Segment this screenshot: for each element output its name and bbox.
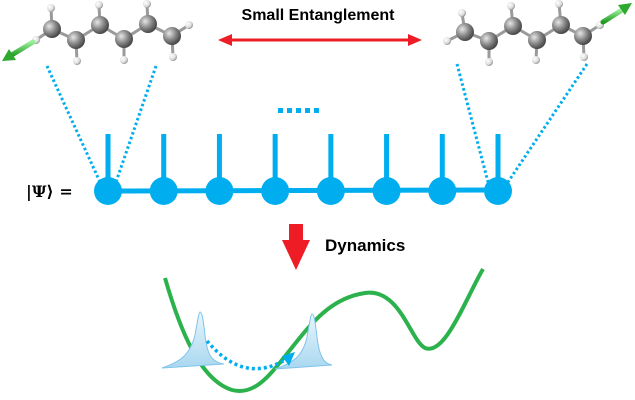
right-projection-line-inner xyxy=(455,63,490,183)
displacement-vector-icon xyxy=(2,39,36,61)
wavepacket-initial xyxy=(161,311,225,369)
wavefunction-label: |Ψ⟩ = xyxy=(26,182,73,201)
left-projection-line-outer xyxy=(45,65,102,183)
tensor-site xyxy=(484,177,512,205)
continuation-dots xyxy=(278,108,319,113)
tensor-site xyxy=(316,177,345,205)
down-arrow-icon xyxy=(282,224,310,270)
right-molecule xyxy=(443,0,632,66)
projection-lines xyxy=(45,63,589,183)
left-molecule xyxy=(2,0,193,65)
tensor-site xyxy=(428,177,457,205)
double-headed-arrow-icon xyxy=(218,34,422,46)
left-projection-line-inner xyxy=(114,65,158,183)
tensor-site xyxy=(94,177,122,205)
tensor-network xyxy=(94,134,512,205)
tensor-site xyxy=(261,177,290,205)
tensor-site xyxy=(149,177,178,205)
wavepacket-final xyxy=(274,313,333,370)
right-projection-line-outer xyxy=(506,63,589,183)
tensor-site xyxy=(205,177,234,205)
potential-energy-curve xyxy=(163,267,485,394)
dynamics-label: Dynamics xyxy=(325,236,405,255)
tensor-site xyxy=(372,177,401,205)
title-small-entanglement: Small Entanglement xyxy=(242,7,396,24)
displacement-vector-icon xyxy=(600,3,632,25)
wavepacket-motion-arrow xyxy=(205,339,295,371)
